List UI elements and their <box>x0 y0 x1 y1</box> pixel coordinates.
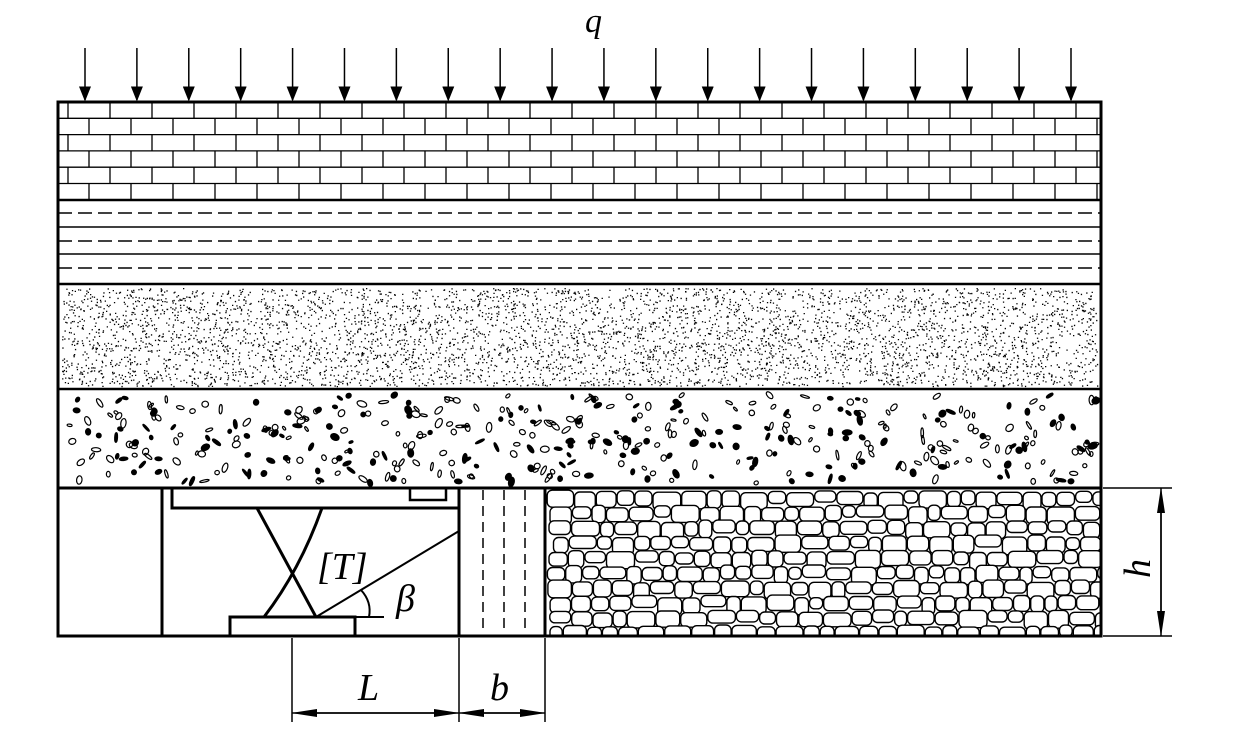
gob-rubble-zone <box>546 489 1101 636</box>
angle-line <box>315 530 460 618</box>
load-label-q: q <box>585 3 602 40</box>
gravel-layer <box>66 391 1101 488</box>
strata-boundaries <box>56 100 1103 638</box>
dimension-label-b: b <box>490 667 509 709</box>
support-leg <box>255 507 318 618</box>
filling-strip-dashes <box>482 490 526 634</box>
roadway-and-support <box>160 486 547 638</box>
angle-label-beta: β <box>395 578 415 620</box>
angle-arc <box>360 589 371 618</box>
distributed-load-arrows <box>79 48 1077 102</box>
dimension-label-L: L <box>357 667 379 709</box>
support-label-T: [T] <box>317 546 368 588</box>
base-plate <box>228 615 357 638</box>
roof-block <box>408 486 448 502</box>
shale-layer <box>58 212 1101 269</box>
brick-layer <box>58 102 1101 200</box>
support-leg-curved <box>262 507 324 618</box>
roof-beam <box>170 488 459 510</box>
sand-layer <box>62 288 1099 388</box>
dimension-lines <box>291 487 1172 722</box>
dimension-label-h: h <box>1117 559 1159 578</box>
